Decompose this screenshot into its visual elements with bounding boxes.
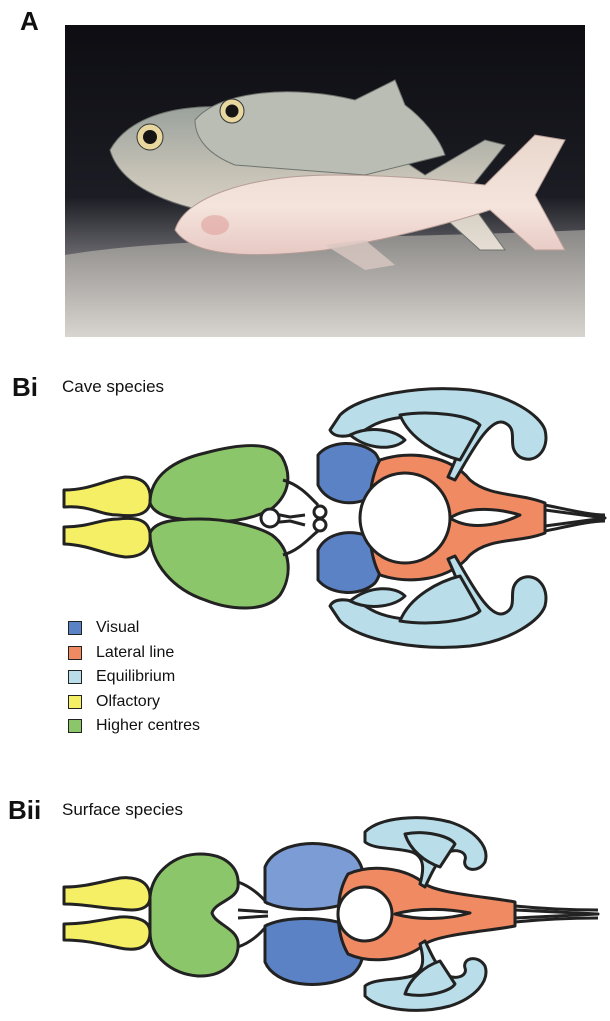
legend-item-lateral-line: Lateral line: [68, 641, 200, 666]
olfactory-bulb-upper: [64, 878, 150, 910]
legend-item-olfactory: Olfactory: [68, 690, 200, 715]
olfactory-bulb-upper: [64, 477, 150, 516]
legend-item-higher-centres: Higher centres: [68, 714, 200, 739]
legend-swatch-equilibrium: [68, 670, 82, 684]
legend: Visual Lateral line Equilibrium Olfactor…: [68, 616, 200, 739]
legend-item-equilibrium: Equilibrium: [68, 665, 200, 690]
legend-label-higher-centres: Higher centres: [96, 717, 200, 735]
panel-label-a: A: [20, 8, 39, 34]
legend-swatch-visual: [68, 621, 82, 635]
olfactory-bulb-lower: [64, 518, 150, 557]
telencephalon: [150, 854, 238, 976]
surface-brain-diagram: [0, 812, 610, 1017]
legend-swatch-lateral-line: [68, 646, 82, 660]
telencephalon-lower: [150, 519, 288, 608]
fish-photo: [65, 25, 585, 337]
legend-label-lateral-line: Lateral line: [96, 644, 174, 662]
legend-label-equilibrium: Equilibrium: [96, 668, 175, 686]
legend-label-olfactory: Olfactory: [96, 693, 160, 711]
legend-swatch-olfactory: [68, 695, 82, 709]
legend-label-visual: Visual: [96, 619, 139, 637]
olfactory-bulb-lower: [64, 917, 150, 949]
legend-item-visual: Visual: [68, 616, 200, 641]
legend-swatch-higher-centres: [68, 719, 82, 733]
